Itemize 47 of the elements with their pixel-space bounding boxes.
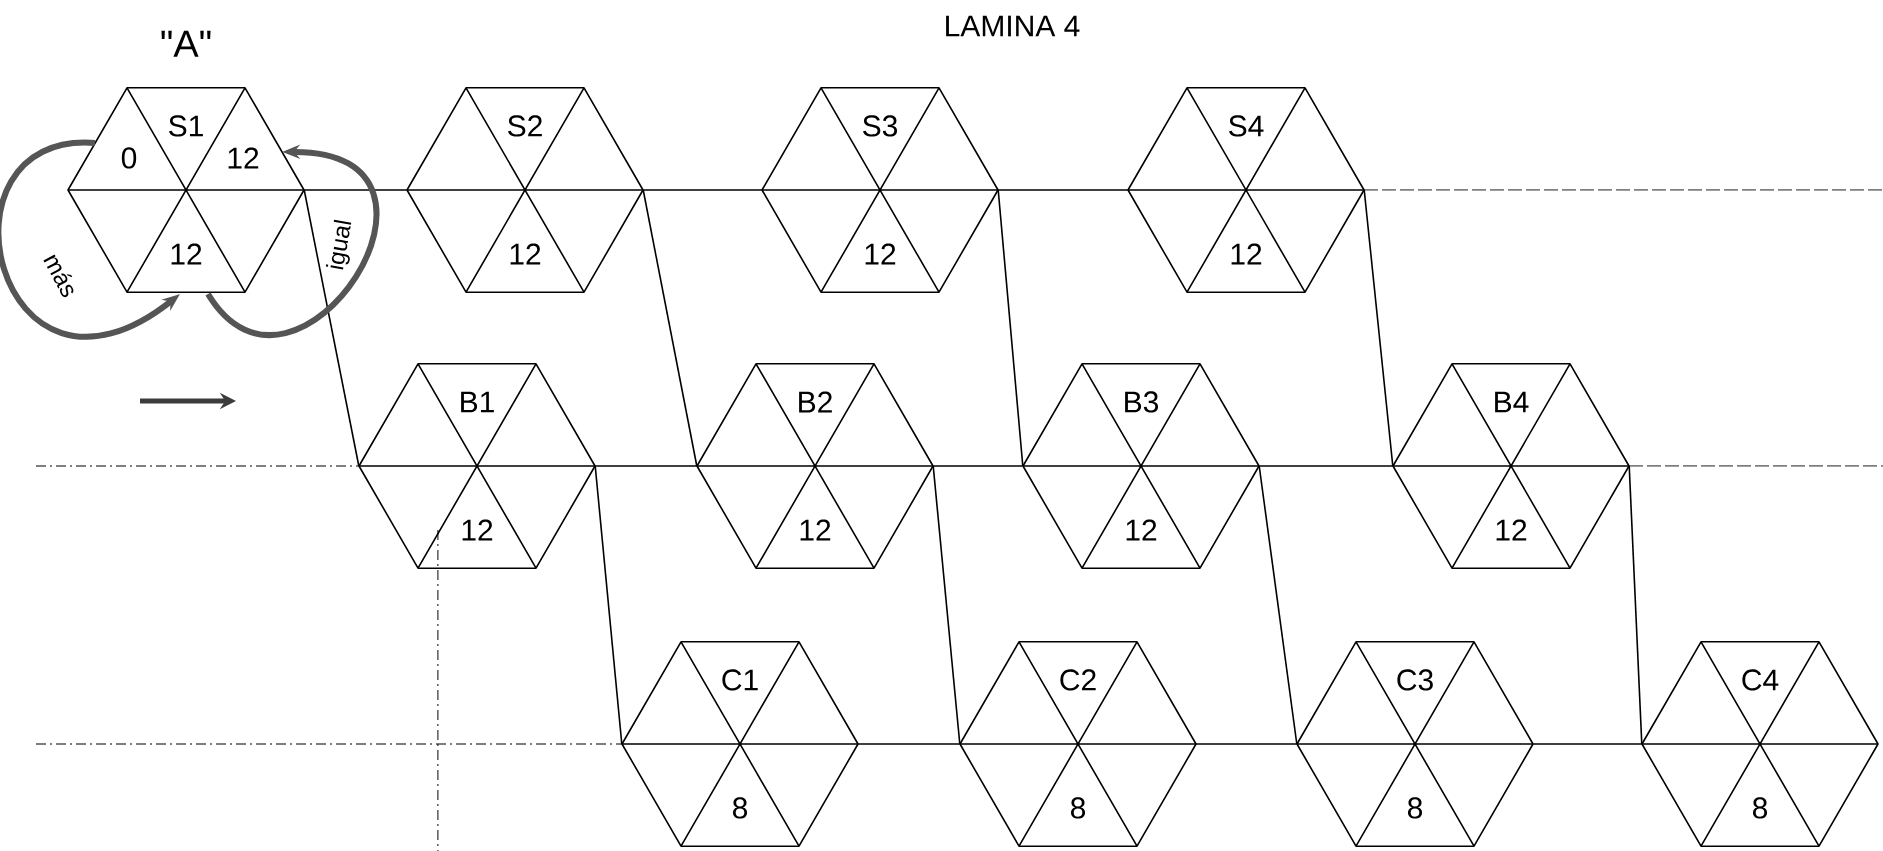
triangle-label: 8	[1407, 797, 1423, 819]
triangle-label: C2	[1060, 669, 1096, 691]
connector-line	[997, 189, 1129, 191]
connector-line	[642, 189, 698, 467]
triangle-label: 12	[1231, 243, 1262, 265]
connector-line	[594, 465, 623, 745]
connector-line	[932, 465, 961, 745]
triangle-label: S4	[1229, 115, 1264, 137]
triangle-label: S1	[169, 115, 203, 137]
connector-line	[1195, 743, 1298, 745]
connector-line	[997, 189, 1024, 467]
triangle-label: 0	[121, 147, 137, 169]
connector-line	[303, 189, 408, 191]
triangle-label: S3	[863, 115, 898, 137]
connector-line	[1532, 743, 1643, 745]
triangle-label: 8	[732, 797, 748, 819]
triangle-label: S2	[508, 115, 542, 137]
triangle-label: 12	[800, 519, 831, 541]
triangle-label: C3	[1397, 669, 1433, 691]
triangle-label: 12	[1126, 519, 1157, 541]
triangle-label: 12	[462, 519, 493, 541]
connector-line	[1628, 465, 1643, 745]
triangle-label: B2	[799, 391, 832, 413]
triangle-label: B4	[1495, 391, 1529, 413]
connector-line	[594, 465, 698, 467]
triangle-label: B3	[1125, 391, 1159, 413]
triangle-label: 12	[1496, 519, 1527, 541]
triangle-label: C4	[1742, 669, 1779, 691]
title: LAMINA 4	[946, 15, 1080, 37]
connector-line	[303, 189, 360, 467]
edge-label: igual	[324, 216, 358, 274]
triangle-label: 12	[171, 243, 202, 265]
connector-line	[642, 189, 763, 191]
hexagon-heading: "A"	[161, 30, 211, 57]
connector-line	[1258, 465, 1298, 745]
triangle-label: C1	[722, 669, 758, 691]
triangle-label: 8	[1070, 797, 1086, 819]
connector-line	[932, 465, 1024, 467]
triangle-label: 12	[228, 147, 259, 169]
triangle-label: 8	[1752, 797, 1768, 819]
triangle-label: B1	[461, 391, 494, 413]
triangle-label: 12	[865, 243, 896, 265]
connector-line	[1258, 465, 1394, 467]
triangle-label: 12	[510, 243, 541, 265]
connector-line	[1363, 189, 1394, 467]
connector-line	[857, 743, 961, 745]
edge-label: más	[41, 249, 81, 301]
